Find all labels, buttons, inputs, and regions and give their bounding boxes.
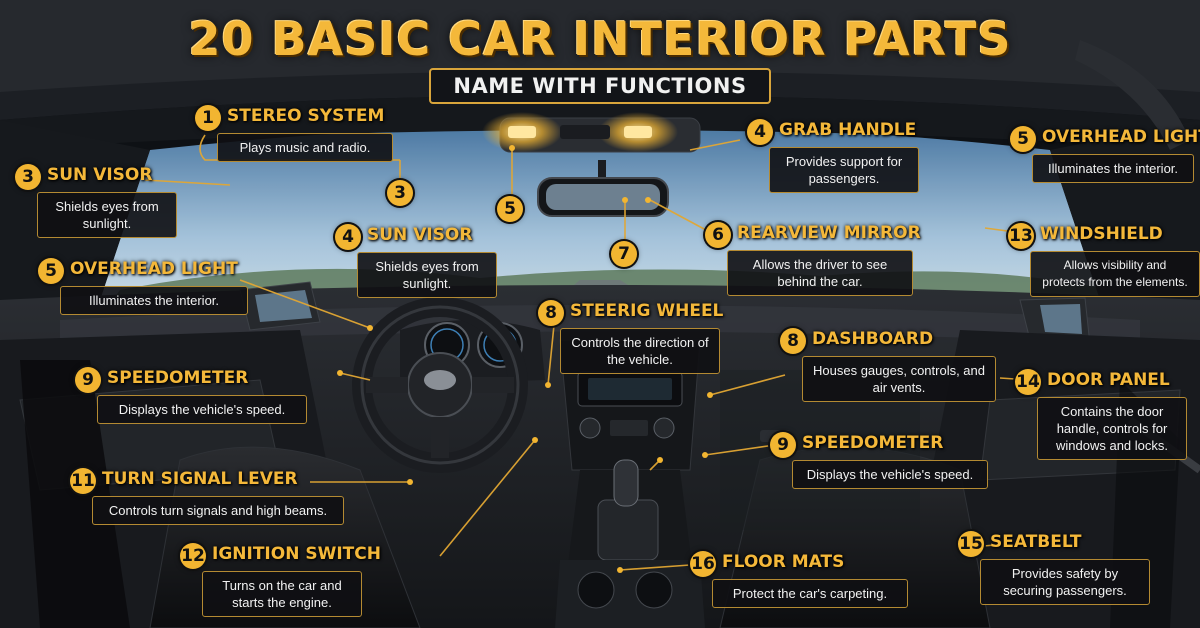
callout-title: STEREO SYSTEM — [227, 106, 385, 126]
callout-title: DASHBOARD — [812, 329, 934, 349]
callout-description: Displays the vehicle's speed. — [792, 460, 988, 489]
callout-description: Houses gauges, controls, and air vents. — [802, 356, 996, 402]
callout-description: Controls turn signals and high beams. — [92, 496, 344, 525]
callout-title: OVERHEAD LIGHT — [70, 259, 238, 279]
callout-number-badge: 16 — [690, 551, 716, 577]
callout-description: Allows visibility and protects from the … — [1030, 251, 1200, 297]
callout-number-badge: 4 — [747, 119, 773, 145]
callout-description: Turns on the car and starts the engine. — [202, 571, 362, 617]
callout-title: OVERHEAD LIGHT — [1042, 127, 1200, 147]
callout-number-badge: 6 — [705, 222, 731, 248]
callout-number-badge: 1 — [195, 105, 221, 131]
callout-description: Shields eyes from sunlight. — [357, 252, 497, 298]
marker-5: 5 — [497, 196, 523, 222]
callout-description: Contains the door handle, controls for w… — [1037, 397, 1187, 460]
callout-description: Illuminates the interior. — [1032, 154, 1194, 183]
callout-title: FLOOR MATS — [722, 552, 845, 572]
callout-title: DOOR PANEL — [1047, 370, 1170, 390]
callout-title: TURN SIGNAL LEVER — [102, 469, 298, 489]
callout-description: Provides support for passengers. — [769, 147, 919, 193]
callout-title: IGNITION SWITCH — [212, 544, 381, 564]
callout-title: SPEEDOMETER — [107, 368, 249, 388]
callout-number-badge: 9 — [770, 432, 796, 458]
callout-description: Controls the direction of the vehicle. — [560, 328, 720, 374]
callout-number-badge: 8 — [780, 328, 806, 354]
callout-title: SUN VISOR — [367, 225, 473, 245]
callout-number-badge: 9 — [75, 367, 101, 393]
callout-description: Protect the car's carpeting. — [712, 579, 908, 608]
callout-description: Plays music and radio. — [217, 133, 393, 162]
callout-number-badge: 15 — [958, 531, 984, 557]
callout-description: Allows the driver to see behind the car. — [727, 250, 913, 296]
callout-number-badge: 13 — [1008, 223, 1034, 249]
callout-number-badge: 5 — [38, 258, 64, 284]
page-subtitle: NAME WITH FUNCTIONS — [429, 68, 771, 104]
callout-number-badge: 8 — [538, 300, 564, 326]
callout-number-badge: 3 — [15, 164, 41, 190]
callout-number-badge: 12 — [180, 543, 206, 569]
callout-title: STEERIG WHEEL — [570, 301, 724, 321]
callout-title: WINDSHIELD — [1040, 224, 1163, 244]
callout-number-badge: 11 — [70, 468, 96, 494]
callout-title: REARVIEW MIRROR — [737, 223, 921, 243]
callout-number-badge: 14 — [1015, 369, 1041, 395]
callout-title: SPEEDOMETER — [802, 433, 944, 453]
callout-description: Provides safety by securing passengers. — [980, 559, 1150, 605]
callout-description: Displays the vehicle's speed. — [97, 395, 307, 424]
marker-3: 3 — [387, 180, 413, 206]
callout-number-badge: 4 — [335, 224, 361, 250]
callout-title: GRAB HANDLE — [779, 120, 917, 140]
page-title: 20 BASIC CAR INTERIOR PARTS — [188, 12, 1012, 66]
callout-title: SUN VISOR — [47, 165, 153, 185]
callout-title: SEATBELT — [990, 532, 1082, 552]
marker-7: 7 — [611, 241, 637, 267]
callout-description: Illuminates the interior. — [60, 286, 248, 315]
callout-number-badge: 5 — [1010, 126, 1036, 152]
callout-description: Shields eyes from sunlight. — [37, 192, 177, 238]
